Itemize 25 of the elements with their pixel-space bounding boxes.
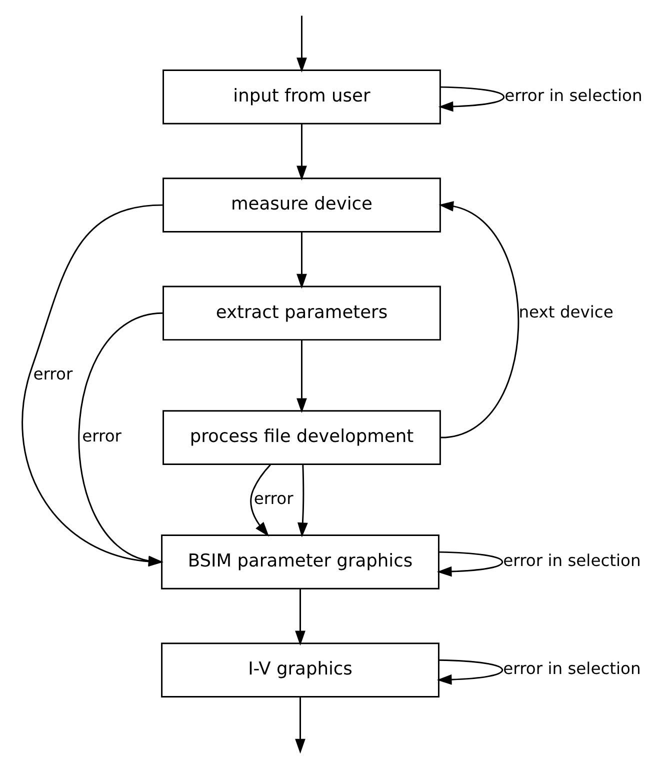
arrow — [296, 232, 306, 289]
arrow — [294, 588, 305, 646]
node-box: input from user — [162, 70, 440, 124]
edge-label: error in selection — [504, 86, 642, 106]
arrow — [438, 86, 504, 112]
edge-label: error — [253, 488, 293, 508]
arrow — [436, 551, 503, 577]
node-box: I-V graphics — [160, 642, 439, 698]
node-box: BSIM parameter graphics — [160, 534, 439, 590]
node-box: measure device — [162, 178, 440, 232]
arrow — [296, 464, 308, 538]
edge-label: error in selection — [502, 659, 640, 678]
arrow — [296, 124, 306, 181]
edge-label: next device — [518, 302, 613, 322]
arrow — [250, 464, 270, 537]
arrow — [296, 340, 306, 414]
node-box: extract parameters — [162, 286, 440, 341]
edge-label: error — [82, 426, 122, 446]
node-box: process file development — [162, 410, 440, 465]
arrow — [436, 659, 503, 685]
arrow — [438, 201, 518, 438]
edge-label: error — [32, 364, 72, 384]
arrow — [294, 696, 305, 754]
arrow — [296, 16, 306, 72]
edge-label: error in selection — [502, 551, 640, 570]
